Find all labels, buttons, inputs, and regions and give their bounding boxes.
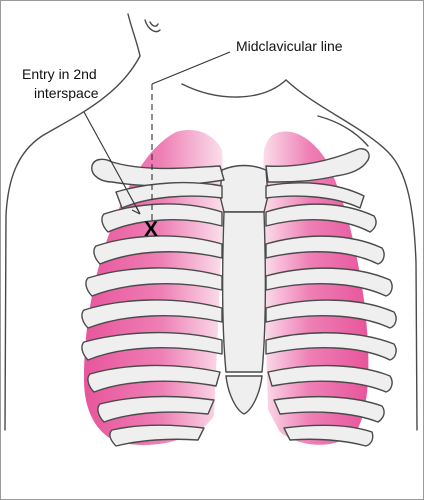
midclavicular-label: Midclavicular line (236, 38, 343, 54)
clavicles (91, 148, 370, 187)
torso-outline (4, 13, 418, 431)
midclavicular-guide (151, 51, 231, 222)
sternum (219, 164, 269, 415)
entry-label-line2: interspace (34, 85, 99, 101)
right-ribs (265, 182, 397, 447)
entry-guide (83, 111, 141, 215)
left-ribs (81, 181, 223, 447)
entry-x-mark: X (144, 218, 158, 241)
entry-leader-line (83, 111, 141, 215)
entry-label-line1: Entry in 2nd (22, 66, 97, 82)
midclavicular-leader-line (151, 51, 231, 85)
entry-arrowhead (131, 205, 141, 215)
